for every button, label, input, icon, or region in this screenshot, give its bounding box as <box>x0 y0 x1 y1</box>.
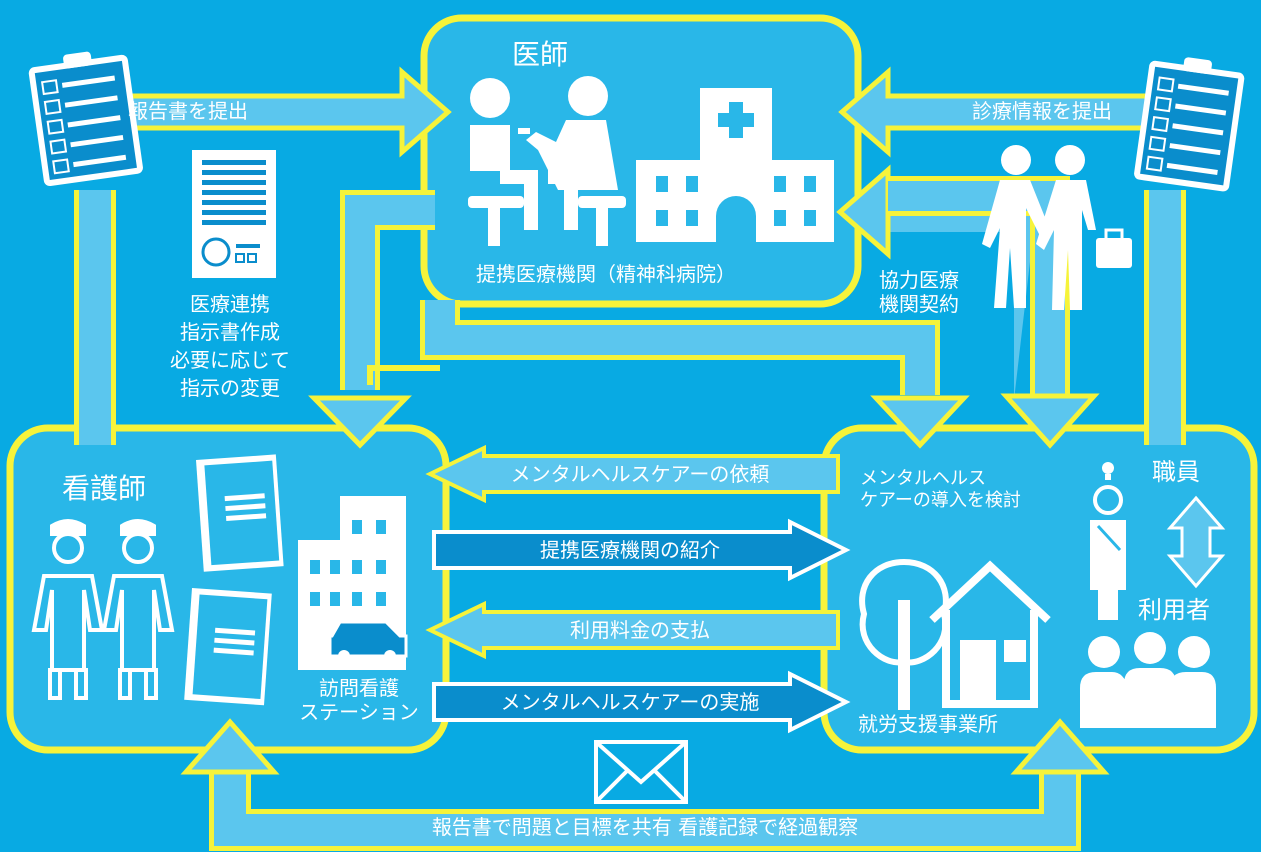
implement-label: メンタルヘルスケアーの実施 <box>500 690 760 714</box>
notebooks-icon <box>184 454 284 706</box>
implement-arrow <box>432 670 851 734</box>
introduce-arrow <box>432 518 851 582</box>
nurses-icon <box>31 519 175 700</box>
introduce-label: 提携医療機関の紹介 <box>540 538 720 562</box>
report-submit-label: 報告書を提出 <box>128 99 248 123</box>
payment-arrow <box>425 600 840 660</box>
staff-person-icon <box>1090 485 1126 620</box>
instructions-label: 医療連携 指示書作成 必要に応じて 指示の変更 <box>150 290 310 402</box>
bottom-share-label: 報告書で問題と目標を共有 看護記録で経過観察 <box>431 815 859 839</box>
instructions-line3: 必要に応じて <box>170 348 290 372</box>
contract-label-line1: 協力医療 <box>879 268 959 292</box>
station-label-line1: 訪問看護 <box>319 676 399 700</box>
hospital-icon <box>636 88 834 242</box>
report-submit-arrow <box>74 66 452 445</box>
nurse-title: 看護師 <box>62 472 147 505</box>
doctor-patient-icon <box>468 76 626 246</box>
hospital-caption: 提携医療機関（精神科病院） <box>476 262 736 286</box>
station-label-line2: ステーション <box>299 700 419 724</box>
request-label: メンタルヘルスケアーの依頼 <box>510 462 770 486</box>
users-group-icon <box>1080 632 1216 728</box>
consider-label-line2: ケアーの導入を検討 <box>860 489 1021 511</box>
clipboard-checklist-icon-right <box>1134 57 1245 192</box>
payment-label: 利用料金の支払 <box>570 618 710 642</box>
instructions-line2: 指示書作成 <box>180 320 280 344</box>
consider-label-line1: メンタルヘルス <box>860 468 986 489</box>
clinical-info-arrow <box>838 66 1186 445</box>
bottom-share-arrow <box>180 718 1110 851</box>
station-label: 訪問看護 ステーション <box>296 676 422 724</box>
office-label: 就労支援事業所 <box>858 712 998 736</box>
envelope-icon <box>594 740 688 804</box>
doctor-to-workplace-arrow <box>367 300 970 449</box>
consider-label: メンタルヘルス ケアーの導入を検討 <box>860 468 1021 511</box>
document-icon <box>192 150 276 278</box>
up-down-arrow-icon <box>1166 495 1226 589</box>
handshake-icon <box>982 145 1132 310</box>
lightbulb-icon <box>1102 462 1114 480</box>
car-icon <box>328 620 408 662</box>
contract-arrow <box>836 164 1100 449</box>
contract-label-line2: 機関契約 <box>879 292 959 316</box>
instruction-arrow <box>308 190 435 449</box>
doctor-title: 医師 <box>512 38 569 71</box>
instructions-line4: 指示の変更 <box>180 376 280 400</box>
staff-label: 職員 <box>1152 458 1200 486</box>
request-arrow <box>425 444 840 504</box>
clipboard-checklist-icon-left <box>28 51 143 187</box>
users-label: 利用者 <box>1138 596 1210 624</box>
house-icon <box>929 560 1051 708</box>
instructions-line1: 医療連携 <box>190 292 270 316</box>
contract-label: 協力医療 機関契約 <box>864 268 974 316</box>
clinical-info-label: 診療情報を提出 <box>972 99 1112 123</box>
tree-icon <box>859 558 949 710</box>
